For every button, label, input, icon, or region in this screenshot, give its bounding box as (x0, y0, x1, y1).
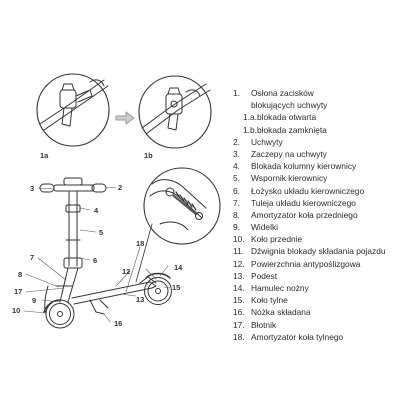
callout-2: 2 (118, 183, 123, 192)
legend-text: Osłona zacisków (251, 88, 314, 98)
legend-text: Zaczepy na uchwyty (251, 148, 327, 159)
legend-item: 17. Błotnik (233, 319, 398, 331)
legend-item: 14. Hamulec nożny (233, 282, 398, 294)
callout-15: 15 (172, 283, 181, 292)
legend-text: Powierzchnia antypoślizgowa (251, 258, 361, 269)
detail-circle-rear-suspension (143, 167, 221, 245)
legend-item: 1.b.blokada zamknięta (233, 124, 398, 136)
legend-text: blokada otwarta (257, 112, 317, 123)
legend-item: blokujących uchwyty (233, 99, 398, 111)
legend-text: Łożysko układu kierowniczego (251, 185, 365, 196)
callout-12: 12 (122, 267, 131, 276)
legend-number: 18. (233, 331, 245, 342)
callout-3: 3 (30, 184, 35, 193)
legend-text: Amortyzator koła tylnego (251, 331, 344, 342)
legend-text: Koło tylne (251, 295, 288, 306)
legend-item: 7. Tuleja układu kierowniczego (233, 197, 398, 209)
legend-number: 12. (233, 258, 245, 269)
legend-text: Uchwyty (251, 136, 283, 147)
callout-1b: 1b (144, 151, 153, 160)
callout-4: 4 (94, 206, 99, 215)
callout-16: 16 (114, 319, 123, 328)
callout-18: 18 (136, 239, 145, 248)
legend-number: 9. (233, 222, 240, 233)
legend-item: 8. Amortyzator koła przedniego (233, 209, 398, 221)
legend-number: 16. (233, 307, 245, 318)
legend-text: Blokada kolumny kierownicy (251, 161, 357, 172)
legend-text: Koło przednie (251, 234, 303, 245)
legend-number: 1. (233, 88, 240, 98)
legend-text: Amortyzator koła przedniego (251, 209, 358, 220)
legend-text: Widelki (251, 222, 278, 233)
legend-text: Nóżka składana (251, 307, 311, 318)
callout-14: 14 (174, 263, 183, 272)
legend-item: 12. Powierzchnia antypoślizgowa (233, 258, 398, 270)
legend-number: 7. (233, 197, 240, 208)
legend-number: 2. (233, 136, 240, 147)
legend-text: Wspornik kierownicy (251, 173, 328, 184)
legend-item: 3. Zaczepy na uchwyty (233, 148, 398, 160)
legend-text: Błotnik (251, 319, 277, 330)
legend-number: 15. (233, 295, 245, 306)
legend-number: 11. (233, 246, 245, 257)
scooter-body (39, 177, 172, 329)
legend-item: 18. Amortyzator koła tylnego (233, 331, 398, 343)
legend-text: Hamulec nożny (251, 283, 309, 293)
legend-item: 2. Uchwyty (233, 136, 398, 148)
legend-number: 14. (233, 283, 245, 293)
legend-item: 9. Widelki (233, 221, 398, 233)
legend-number: 10. (233, 234, 245, 245)
legend-number: 1.a. (243, 112, 257, 123)
legend-item: 10. Koło przednie (233, 233, 398, 245)
legend-text: blokujących uchwyty (251, 100, 328, 111)
legend-number: 17. (233, 319, 245, 330)
legend-text: Dźwignia blokady składania pojazdu (251, 246, 386, 257)
callout-1a: 1a (40, 151, 49, 160)
legend-number: 5. (233, 173, 240, 184)
callout-5: 5 (99, 228, 104, 237)
callout-6: 6 (93, 256, 98, 265)
legend-item: 1.a.blokada otwarta (233, 111, 398, 123)
legend-number: 1.b. (243, 124, 257, 135)
legend-number: 13. (233, 270, 245, 281)
legend-item: 6. Łożysko układu kierowniczego (233, 185, 398, 197)
legend-number: 3. (233, 148, 240, 159)
callout-10: 10 (12, 306, 21, 315)
legend-item: 5. Wspornik kierownicy (233, 172, 398, 184)
detail-circle-open-clamp (36, 73, 110, 147)
callout-7: 7 (30, 253, 35, 262)
legend-text: Podest (251, 270, 278, 281)
legend-item: 4. Blokada kolumny kierownicy (233, 160, 398, 172)
callout-9: 9 (32, 296, 37, 305)
callout-8: 8 (18, 270, 23, 279)
legend-item: 1. Osłona zacisków (233, 87, 398, 99)
callout-13: 13 (136, 295, 145, 304)
legend-item: 16. Nóżka składana (233, 306, 398, 318)
detail-circle-closed-clamp (138, 75, 212, 149)
legend-text: Tuleja układu kierowniczego (251, 197, 356, 208)
legend-item: 11. Dźwignia blokady składania pojazdu (233, 245, 398, 257)
legend-number: 8. (233, 209, 240, 220)
legend-item: 13. Podest (233, 270, 398, 282)
callout-17: 17 (14, 287, 23, 296)
legend-text: blokada zamknięta (257, 124, 327, 135)
legend-item: 15. Koło tylne (233, 294, 398, 306)
legend-number: 4. (233, 161, 240, 172)
arrow-icon (115, 111, 135, 125)
legend-number: 6. (233, 185, 240, 196)
